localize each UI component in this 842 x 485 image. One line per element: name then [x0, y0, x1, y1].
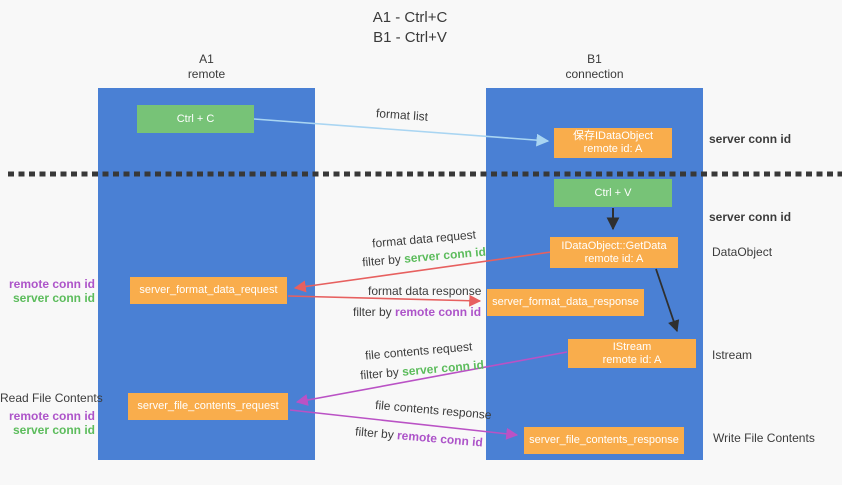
node-server-format-data-response: server_format_data_response: [487, 289, 644, 316]
arrow-format-data-request: [293, 251, 552, 293]
arrow-file-contents-request: [295, 351, 568, 406]
label-dataobject: DataObject: [712, 245, 773, 259]
node-ctrl-v-label: Ctrl + V: [594, 186, 632, 199]
node-server-format-data-request: server_format_data_request: [130, 277, 287, 304]
node-istream: IStream remote id: A: [568, 339, 696, 368]
label-server-conn-id-mid: server conn id: [709, 210, 792, 224]
lifeline-a1-role: remote: [187, 67, 226, 81]
read-file-contents-label: Read File Contents: [0, 391, 103, 405]
label-filter-by-remote-conn-1: filter by remote conn id: [353, 305, 481, 319]
node-idataobject-getdata: IDataObject::GetData remote id: A: [550, 237, 678, 268]
server-conn-id-label: server conn id: [12, 291, 95, 305]
remote-conn-id-text: remote conn id: [395, 305, 482, 319]
filter-by-text: filter by: [353, 305, 392, 319]
lifeline-header-a1: A1 remote: [98, 52, 315, 82]
arrow-format-list: [253, 118, 550, 147]
node-ctrl-c-label: Ctrl + C: [176, 112, 215, 125]
lifeline-a1-name: A1: [199, 52, 214, 66]
node-server-file-contents-response-label: server_file_contents_response: [529, 434, 679, 446]
node-server-format-data-request-label: server_format_data_request: [139, 284, 278, 296]
label-write-file-contents: Write File Contents: [713, 431, 815, 445]
node-idataobject-getdata-line2: remote id: A: [584, 252, 644, 265]
node-save-idataobject: 保存IDataObject remote id: A: [554, 128, 672, 158]
label-read-file-contents-wrap: Read File Contents: [0, 391, 103, 405]
node-ctrl-c: Ctrl + C: [137, 105, 254, 133]
label-conn-ids-file: remote conn id server conn id: [0, 409, 95, 437]
server-conn-id-label: server conn id: [12, 423, 95, 437]
label-conn-ids-format: remote conn id server conn id: [0, 277, 95, 305]
node-istream-line1: IStream: [612, 340, 652, 353]
label-istream: Istream: [712, 348, 753, 362]
title-line-2: B1 - Ctrl+V: [373, 29, 447, 46]
remote-conn-id-label: remote conn id: [8, 409, 95, 423]
title-line-1: A1 - Ctrl+C: [372, 9, 448, 26]
diagram-title: A1 - Ctrl+C B1 - Ctrl+V: [0, 8, 820, 48]
node-ctrl-v: Ctrl + V: [554, 179, 672, 207]
node-server-file-contents-response: server_file_contents_response: [524, 427, 684, 454]
lifeline-b1-name: B1: [587, 52, 602, 66]
lifeline-header-b1: B1 connection: [486, 52, 703, 82]
node-save-idataobject-line2: remote id: A: [583, 143, 643, 155]
node-istream-line2: remote id: A: [602, 353, 662, 366]
node-server-file-contents-request: server_file_contents_request: [128, 393, 288, 420]
remote-conn-id-label: remote conn id: [8, 277, 95, 291]
arrow-format-data-response: [287, 294, 482, 307]
label-server-conn-id-top: server conn id: [709, 132, 792, 146]
lifeline-b1-role: connection: [565, 67, 624, 81]
node-save-idataobject-line1: 保存IDataObject: [572, 130, 654, 142]
node-idataobject-getdata-line1: IDataObject::GetData: [561, 239, 667, 252]
node-server-file-contents-request-label: server_file_contents_request: [137, 400, 279, 412]
label-format-data-response: format data response: [368, 284, 482, 298]
node-server-format-data-response-label: server_format_data_response: [492, 296, 639, 308]
arrow-file-contents-response: [289, 409, 519, 440]
arrow-getdata-to-istream: [655, 268, 680, 333]
